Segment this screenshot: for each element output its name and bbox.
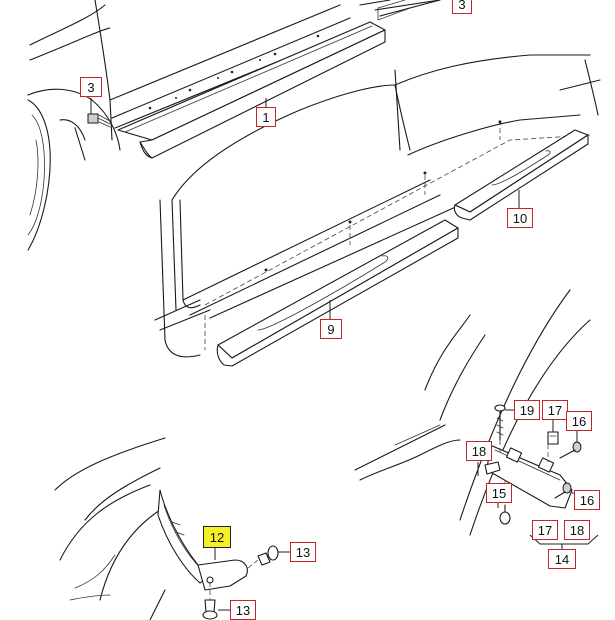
door-sill-middle [154,54,601,367]
callout-19[interactable]: 19 [514,400,540,420]
callout-18-a[interactable]: 18 [466,441,492,461]
screw-13-bottom [202,599,218,620]
bolt-3 [87,113,111,128]
screw-13-right [257,545,279,566]
screw-19 [494,404,506,441]
car-body-top [27,0,441,251]
callout-9[interactable]: 9 [320,319,342,339]
callout-17-a[interactable]: 17 [542,400,568,420]
callout-16-a[interactable]: 16 [566,411,592,431]
callout-1[interactable]: 1 [256,107,276,127]
wheel-arch-lower-left [54,437,290,620]
callout-15[interactable]: 15 [486,483,512,503]
clip-17 [547,431,559,445]
callout-14[interactable]: 14 [548,549,576,569]
rivet-dots [148,34,320,110]
nut-18 [484,461,501,475]
callout-12[interactable]: 12 [203,526,231,548]
callout-18-b[interactable]: 18 [564,520,590,540]
callout-3[interactable]: 3 [80,77,102,97]
callout-10[interactable]: 10 [507,208,533,228]
callout-3-top[interactable]: 3 [452,0,472,14]
clip-15 [499,504,511,525]
callout-17-b[interactable]: 17 [532,520,558,540]
screw-16-upper [559,441,582,459]
callout-13-a[interactable]: 13 [290,542,316,562]
callout-16-b[interactable]: 16 [574,490,600,510]
rear-arch-lower-right [354,289,599,549]
callout-13-b[interactable]: 13 [230,600,256,620]
screw-16-lower [554,482,572,499]
